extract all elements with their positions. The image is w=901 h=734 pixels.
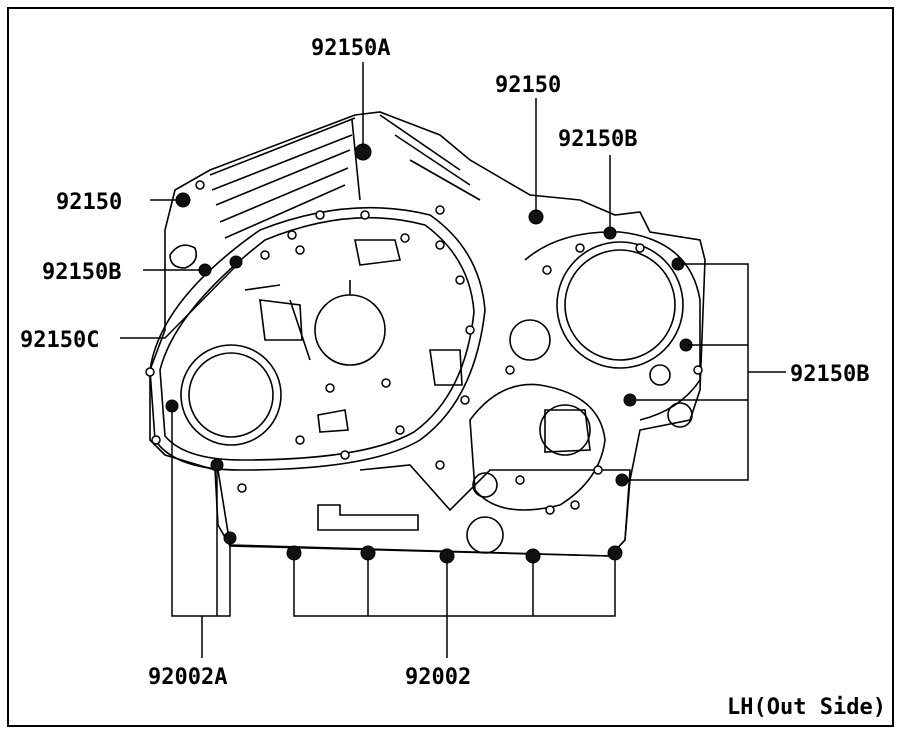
bolt-icon <box>439 548 455 564</box>
leader-lines <box>120 62 786 658</box>
part-label-92150b-right: 92150B <box>790 362 869 387</box>
bolt-icon <box>623 393 637 407</box>
bolt-icon <box>229 255 243 269</box>
bolt-icon <box>671 257 685 271</box>
bolt-icon <box>198 263 212 277</box>
bolt-icon <box>175 192 191 208</box>
bolt-icon <box>286 545 302 561</box>
bolt-icon <box>360 545 376 561</box>
bolt-icon <box>210 458 224 472</box>
bolt-heads <box>165 143 693 564</box>
view-caption: LH(Out Side) <box>727 695 886 720</box>
bolt-icon <box>603 226 617 240</box>
part-label-92002a: 92002A <box>148 665 227 690</box>
bolt-icon <box>615 473 629 487</box>
crankcase-body <box>149 111 706 557</box>
part-label-92002: 92002 <box>405 665 471 690</box>
diagram-frame <box>7 7 894 727</box>
bolt-icon <box>528 209 544 225</box>
part-label-92150-left: 92150 <box>56 190 122 215</box>
part-label-92150c: 92150C <box>20 328 99 353</box>
part-label-92150b-left: 92150B <box>42 260 121 285</box>
part-label-92150-top: 92150 <box>495 73 561 98</box>
cover-screws <box>145 180 703 515</box>
bolt-icon <box>607 545 623 561</box>
part-label-92150b-top: 92150B <box>558 127 637 152</box>
part-label-92150a: 92150A <box>311 36 390 61</box>
